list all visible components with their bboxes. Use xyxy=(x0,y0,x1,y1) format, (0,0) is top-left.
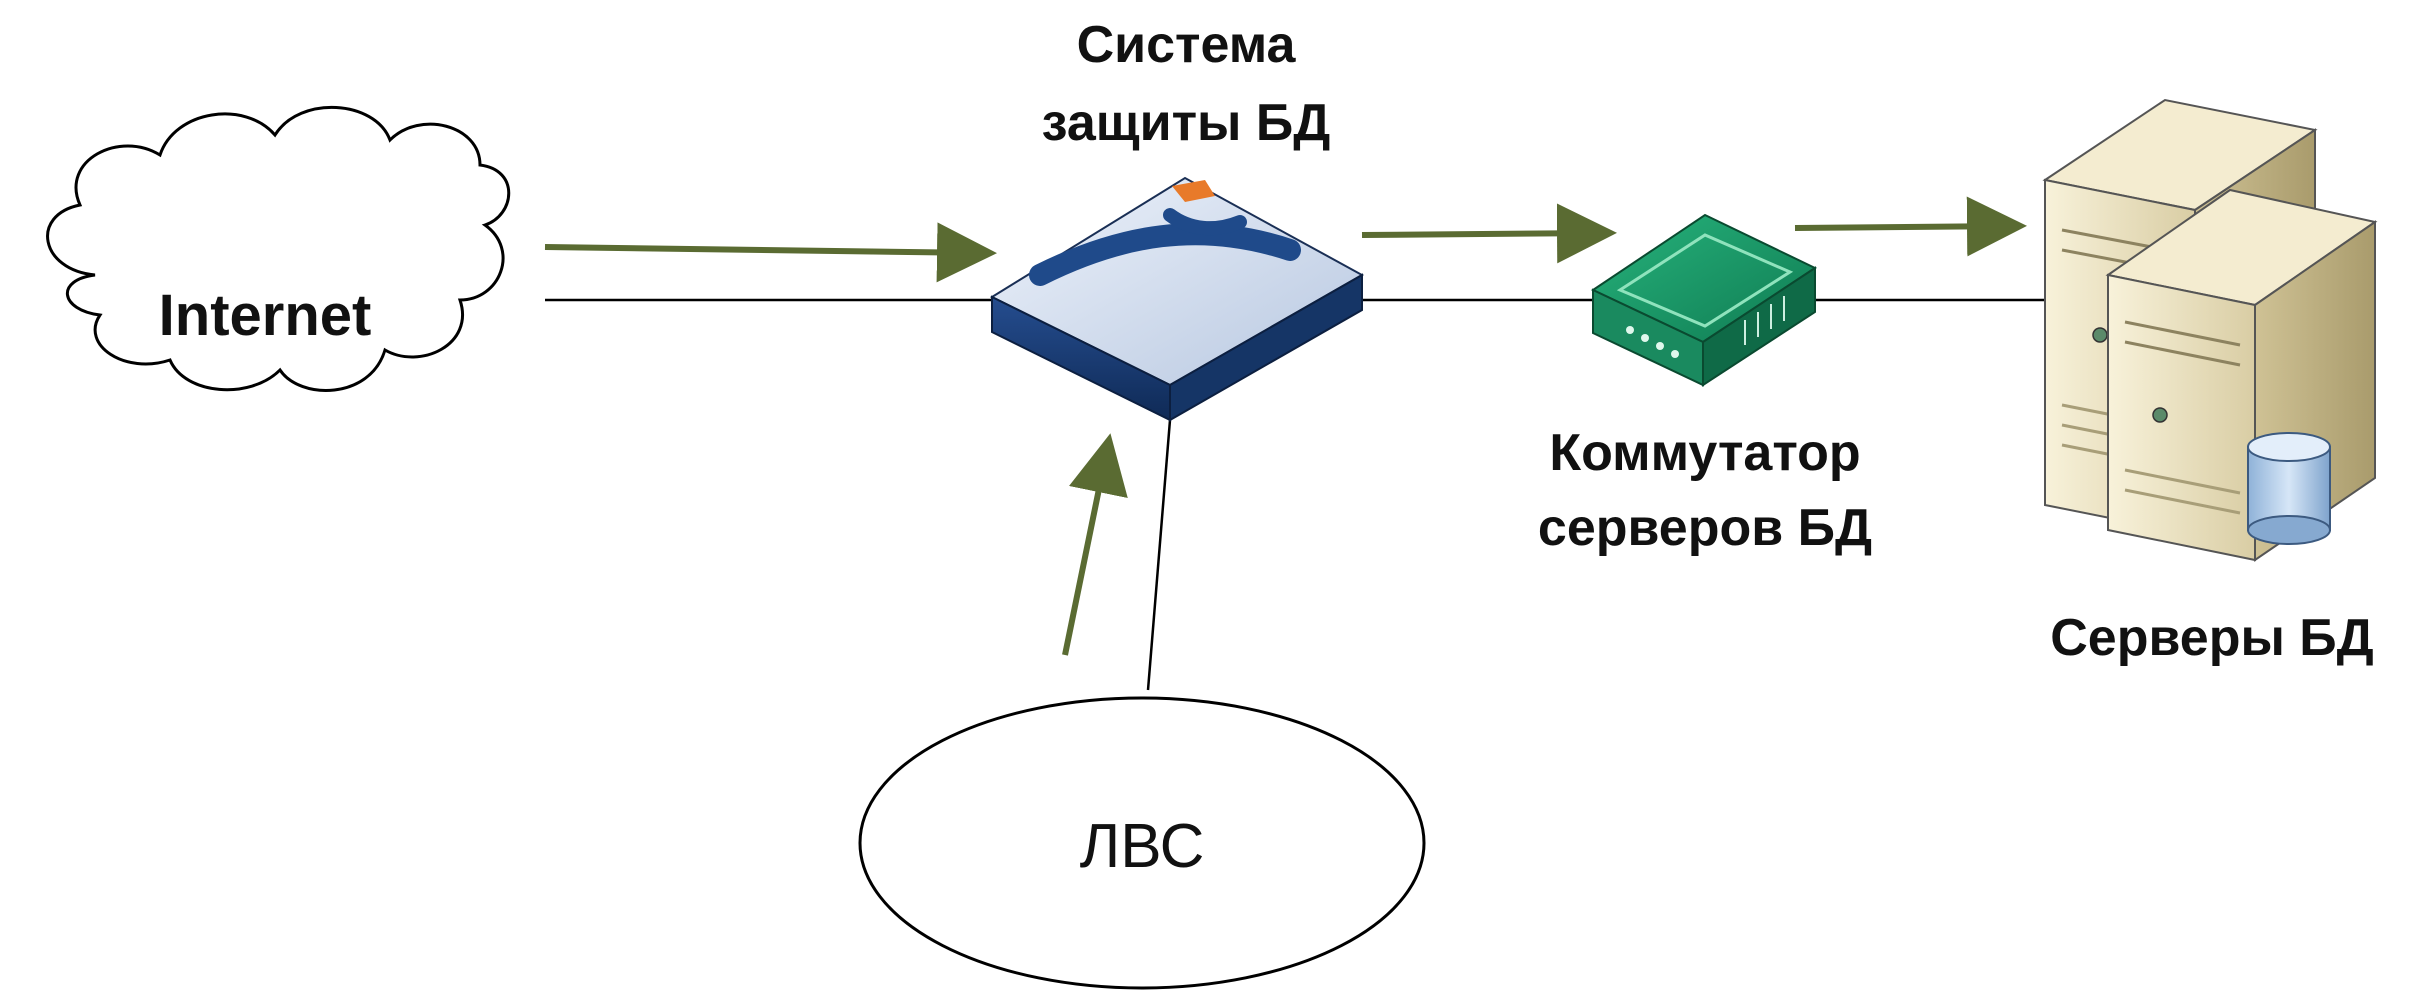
flow-arrow-internet-to-firewall xyxy=(544,222,997,283)
network-switch-icon xyxy=(1590,213,1818,387)
internet-node: Internet xyxy=(46,105,511,392)
firewall-label-line2: защиты БД xyxy=(1042,94,1331,152)
database-server-icon xyxy=(2042,98,2378,562)
cloud-icon xyxy=(46,105,511,392)
lan-ellipse xyxy=(858,696,1426,990)
flow-arrow-switch-to-servers xyxy=(1794,196,2027,257)
flow-arrow-firewall-to-switch xyxy=(1361,203,1617,264)
servers-label: Серверы БД xyxy=(2050,609,2373,667)
link-firewall-lan xyxy=(1146,419,1172,691)
firewall-node: Система защиты БД xyxy=(989,16,1365,860)
database-cylinder-icon xyxy=(2247,432,2331,545)
switch-label-line2: серверов БД xyxy=(1538,499,1872,557)
servers-node: Серверы БД xyxy=(2042,98,2378,667)
lan-label: ЛВС xyxy=(1080,812,1205,881)
firewall-label-line1: Система xyxy=(1077,16,1297,74)
security-appliance-icon xyxy=(989,176,1365,860)
lan-node: ЛВС xyxy=(858,696,1426,990)
flow-arrow-lan-to-firewall xyxy=(1062,433,1128,656)
switch-node: Коммутатор серверов БД xyxy=(1538,213,1872,557)
switch-label-line1: Коммутатор xyxy=(1549,424,1860,482)
internet-label: Internet xyxy=(159,283,372,348)
